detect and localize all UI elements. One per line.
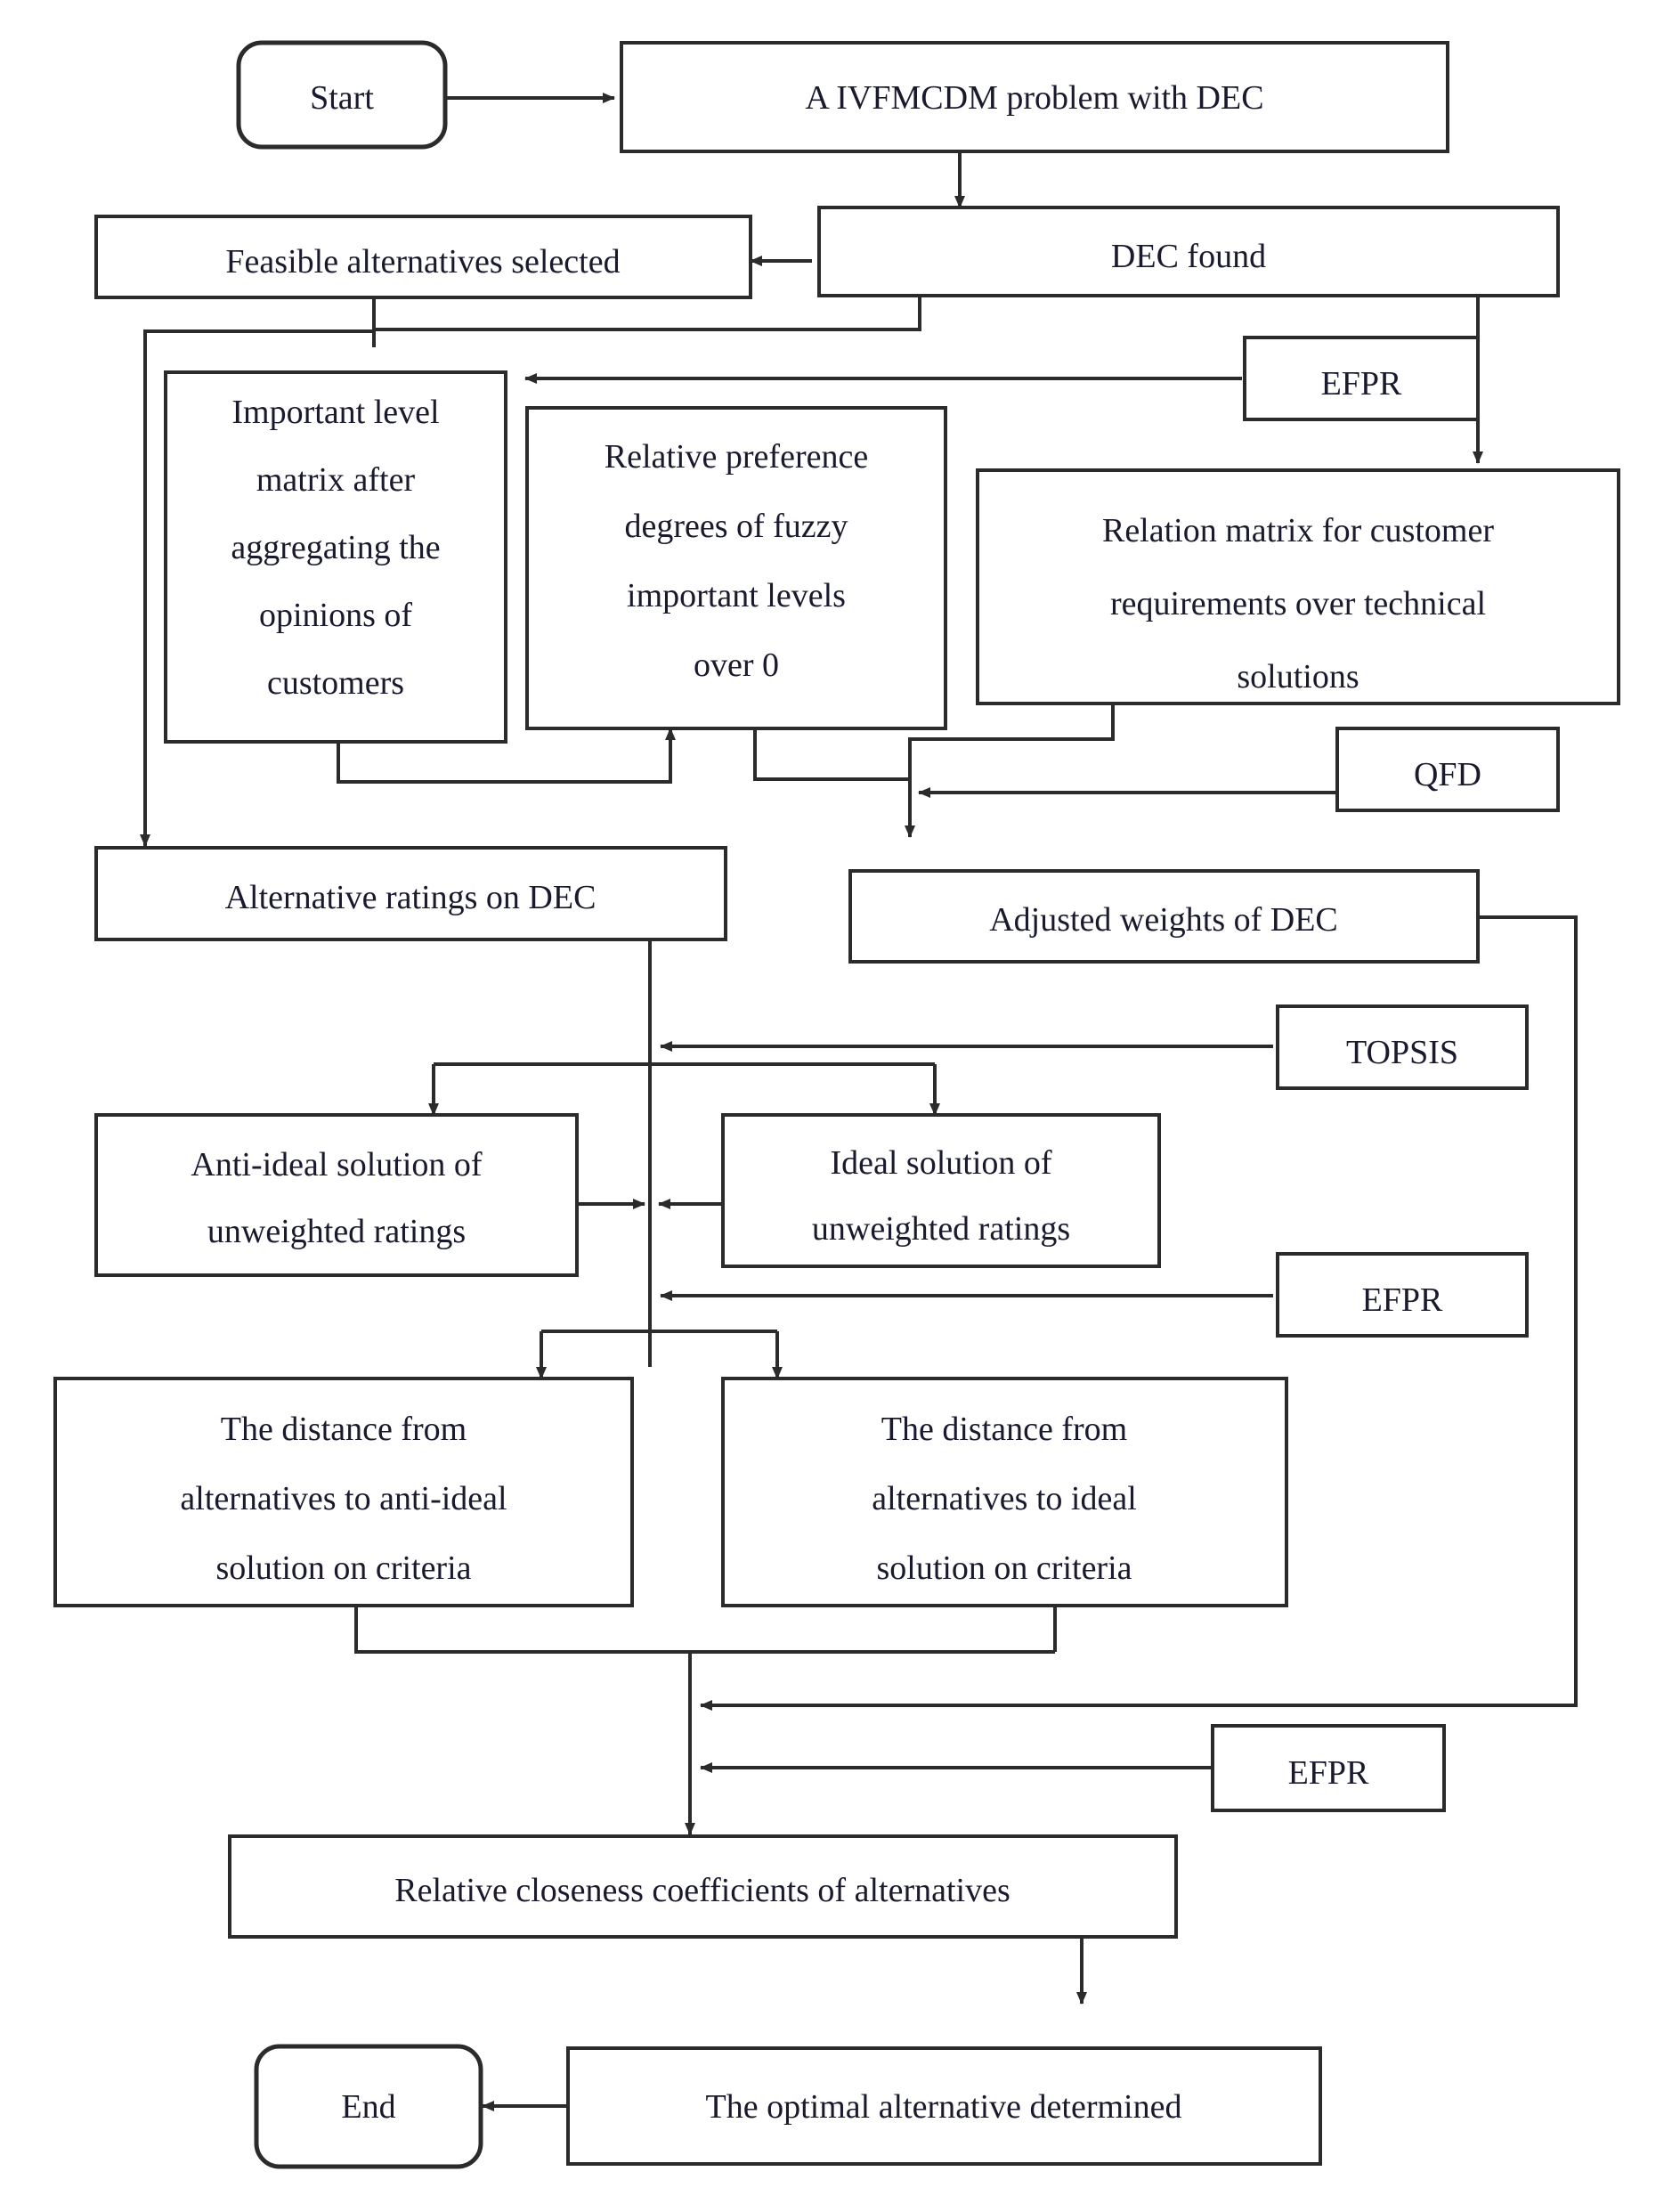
node-closeness-coefficients-label: Relative closeness coefficients of alter…	[394, 1872, 1010, 1909]
node-end[interactable]: End	[254, 2044, 483, 2169]
node-anti-ideal-line-2: unweighted ratings	[207, 1213, 466, 1250]
node-dec-found-shape	[817, 206, 1560, 297]
edge-feasible-down	[143, 296, 376, 374]
node-distance-anti-line-2: alternatives to anti-ideal	[180, 1480, 507, 1517]
node-efpr-2[interactable]: EFPR	[1276, 1252, 1529, 1338]
node-qfd-shape	[1335, 727, 1560, 812]
node-start-label: Start	[310, 79, 374, 117]
edge-adjusted-closeness	[700, 915, 1578, 1711]
node-distance-ideal-shape	[721, 1377, 1288, 1607]
node-ideal-line-1: Ideal solution of	[830, 1144, 1051, 1182]
node-relative-preference-line-3: important levels	[627, 577, 846, 614]
node-start[interactable]: Start	[236, 40, 448, 150]
node-dec-found-label: DEC found	[1111, 238, 1266, 275]
node-closeness-coefficients[interactable]: Relative closeness coefficients of alter…	[228, 1834, 1178, 1939]
node-optimal-alternative[interactable]: The optimal alternative determined	[566, 2046, 1322, 2166]
node-distance-anti-line-1: The distance from	[221, 1411, 467, 1448]
edge-importantlevel-relativepref	[337, 728, 676, 784]
node-alternative-ratings[interactable]: Alternative ratings on DEC	[94, 846, 727, 941]
node-efpr-1[interactable]: EFPR	[1243, 336, 1480, 421]
edge-relativepref-adjusted	[753, 728, 910, 781]
node-ideal-line-2: unweighted ratings	[812, 1210, 1070, 1248]
node-distance-ideal-line-1: The distance from	[881, 1411, 1127, 1448]
node-end-shape	[254, 2044, 483, 2169]
node-distance-anti-ideal[interactable]: The distance from alternatives to anti-i…	[53, 1377, 634, 1607]
node-distance-anti-ideal-shape	[53, 1377, 634, 1607]
node-important-level-matrix-line-3: aggregating the	[231, 529, 440, 566]
edge-distanti-merge	[354, 1603, 1055, 1654]
node-anti-ideal-solution-shape	[94, 1113, 579, 1277]
node-relation-matrix-line-2: requirements over technical	[1110, 585, 1486, 622]
node-start-shape	[236, 40, 448, 150]
node-anti-ideal-solution[interactable]: Anti-ideal solution of unweighted rating…	[94, 1113, 579, 1277]
node-dec-found[interactable]: DEC found	[817, 206, 1560, 297]
node-distance-ideal[interactable]: The distance from alternatives to ideal …	[721, 1377, 1288, 1607]
node-end-label: End	[341, 2088, 395, 2126]
node-qfd-label: QFD	[1414, 756, 1481, 793]
node-relation-matrix[interactable]: Relation matrix for customer requirement…	[976, 468, 1620, 705]
node-closeness-coefficients-shape	[228, 1834, 1178, 1939]
node-feasible-alternatives[interactable]: Feasible alternatives selected	[94, 215, 752, 299]
node-important-level-matrix-line-4: opinions of	[259, 597, 412, 634]
node-important-level-matrix-line-2: matrix after	[256, 461, 416, 499]
node-feasible-alternatives-shape	[94, 215, 752, 299]
node-efpr-2-shape	[1276, 1252, 1529, 1338]
node-relative-preference-line-4: over 0	[694, 647, 779, 684]
node-feasible-alternatives-label: Feasible alternatives selected	[225, 243, 620, 281]
node-important-level-matrix-shape	[164, 370, 507, 744]
node-adjusted-weights-label: Adjusted weights of DEC	[989, 901, 1338, 939]
node-problem-label: A IVFMCDM problem with DEC	[805, 79, 1263, 117]
node-problem[interactable]: A IVFMCDM problem with DEC	[620, 41, 1449, 153]
node-distance-ideal-line-3: solution on criteria	[876, 1549, 1132, 1587]
node-alternative-ratings-label: Alternative ratings on DEC	[225, 879, 597, 916]
node-topsis-label: TOPSIS	[1346, 1034, 1458, 1071]
node-problem-shape	[620, 41, 1449, 153]
edge-decfound-efpr-route	[372, 296, 921, 347]
node-ideal-solution[interactable]: Ideal solution of unweighted ratings	[721, 1113, 1161, 1268]
node-important-level-matrix-line-1: Important level	[231, 394, 439, 431]
node-anti-ideal-line-1: Anti-ideal solution of	[191, 1146, 483, 1183]
node-adjusted-weights[interactable]: Adjusted weights of DEC	[848, 869, 1480, 964]
node-topsis[interactable]: TOPSIS	[1276, 1004, 1529, 1090]
node-important-level-matrix[interactable]: Important level matrix after aggregating…	[164, 370, 507, 744]
node-relative-preference-line-1: Relative preference	[605, 438, 868, 476]
node-efpr-3-label: EFPR	[1288, 1754, 1369, 1792]
node-important-level-matrix-line-5: customers	[267, 664, 404, 702]
node-topsis-shape	[1276, 1004, 1529, 1090]
node-efpr-1-shape	[1243, 336, 1480, 421]
node-efpr-1-label: EFPR	[1321, 365, 1402, 403]
node-relative-preference-degrees[interactable]: Relative preference degrees of fuzzy imp…	[525, 406, 947, 730]
node-relation-matrix-shape	[976, 468, 1620, 705]
node-relative-preference-degrees-shape	[525, 406, 947, 730]
node-optimal-alternative-label: The optimal alternative determined	[706, 2088, 1182, 2126]
node-optimal-alternative-shape	[566, 2046, 1322, 2166]
node-alternative-ratings-shape	[94, 846, 727, 941]
node-efpr-3[interactable]: EFPR	[1211, 1724, 1446, 1812]
node-relative-preference-line-2: degrees of fuzzy	[624, 508, 848, 545]
node-ideal-solution-shape	[721, 1113, 1161, 1268]
node-qfd[interactable]: QFD	[1335, 727, 1560, 812]
node-relation-matrix-line-3: solutions	[1237, 658, 1359, 695]
edge-relationmatrix-adjusted	[905, 703, 1115, 838]
node-efpr-3-shape	[1211, 1724, 1446, 1812]
node-adjusted-weights-shape	[848, 869, 1480, 964]
node-distance-anti-line-3: solution on criteria	[215, 1549, 471, 1587]
edge-layer	[140, 93, 1578, 2111]
node-distance-ideal-line-2: alternatives to ideal	[872, 1480, 1137, 1517]
node-efpr-2-label: EFPR	[1362, 1281, 1443, 1319]
node-relation-matrix-line-1: Relation matrix for customer	[1102, 512, 1494, 549]
